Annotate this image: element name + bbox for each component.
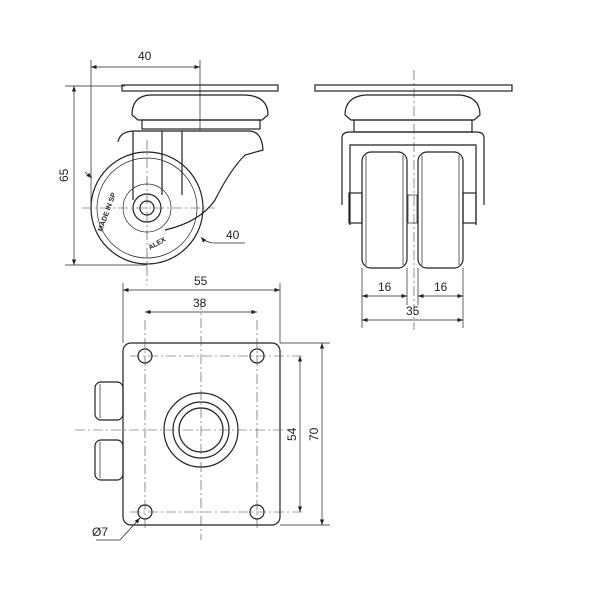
swivel-ring	[141, 119, 261, 130]
dim-plate-width-label: 55	[194, 274, 208, 288]
fork-front	[341, 131, 485, 205]
fork-housing	[117, 130, 264, 231]
swivel-dome-front	[344, 94, 481, 121]
dim-hole-diameter-label: Ø7	[92, 525, 108, 539]
top-view: 55 38 54 70 Ø7	[75, 274, 330, 541]
swivel-dome	[131, 94, 269, 121]
side-view: MADE IN SP ALEX 40 65 40	[57, 49, 279, 285]
dim-height-label: 65	[57, 168, 71, 182]
dim-wheel-diameter-label: 40	[226, 228, 240, 242]
front-view: 16 16 35	[314, 70, 513, 330]
dim-wheel-left-label: 16	[378, 280, 392, 294]
wheel-top-1	[94, 381, 124, 421]
wheel-left	[361, 151, 408, 269]
dim-width-label: 40	[138, 49, 152, 63]
dim-plate-height-label: 70	[307, 427, 321, 441]
dim-wheel-right-label: 16	[434, 280, 448, 294]
dim-total-width-label: 35	[406, 304, 420, 318]
dim-hole-spacing-x-label: 38	[193, 296, 207, 310]
dim-hole-spacing-y-label: 54	[285, 427, 299, 441]
wheel-imprint-text: MADE IN SP	[97, 192, 118, 233]
wheel-logo-text: ALEX	[148, 236, 168, 252]
wheel-top-2	[94, 439, 124, 481]
swivel-ring-front	[353, 119, 473, 133]
wheel-right	[417, 151, 464, 269]
mount-plate-top	[122, 342, 281, 526]
mount-plate-front	[314, 84, 513, 92]
